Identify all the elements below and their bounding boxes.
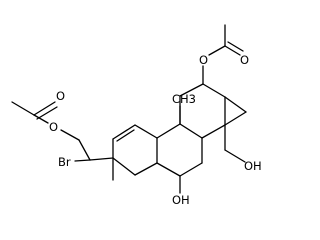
bond-oester-carbonyl-right <box>208 45 226 56</box>
bond-ringA-5 <box>134 162 158 176</box>
bond-ringA-3 <box>134 124 158 139</box>
label-hydroxymethyl: OH <box>244 159 262 173</box>
bond-ringC-3 <box>202 83 226 98</box>
bond-carbonyl-double-right-a <box>224 45 241 56</box>
label-ester-o-left: O <box>49 120 58 134</box>
label-methyl-junction: CH3 <box>172 92 196 106</box>
bond-ringA-double <box>116 129 135 142</box>
bond-carbonyl-double-right-b <box>227 41 244 52</box>
bond-ringB-1 <box>156 123 181 139</box>
bond-ringB-5 <box>156 162 181 177</box>
bond-chbr-quaternary <box>89 157 114 161</box>
bond-ringB-2 <box>179 123 203 139</box>
bond-ringB-4 <box>179 162 203 177</box>
bond-carbonyl-oester-left <box>33 114 49 124</box>
bond-cyclopropane-1 <box>224 96 247 113</box>
bond-carbonyl-double-left-a <box>33 101 56 116</box>
bond-ringC-2 <box>179 83 204 97</box>
label-carbonyl-o-right: O <box>240 53 249 67</box>
label-carbonyl-o-left: O <box>56 89 65 103</box>
bond-ringA-6 <box>112 157 136 176</box>
label-ester-o-right: O <box>199 53 208 67</box>
bond-carbonyl-double-left-b <box>36 106 58 120</box>
label-ring-hydroxyl: OH <box>172 193 190 207</box>
bond-ringA-2 <box>112 124 136 140</box>
bond-methyl-carbonyl-left <box>11 101 35 116</box>
chemical-structure-diagram: O O Br CH3 OH O O OH <box>11 24 262 207</box>
label-bromine: Br <box>58 155 71 169</box>
bond-ch2-chbr <box>78 139 91 161</box>
bond-ch2oh-2 <box>224 149 246 163</box>
atom-labels: O O Br CH3 OH O O OH <box>49 53 262 207</box>
bond-lines <box>11 24 247 194</box>
bond-oester-ch2-left <box>60 129 80 141</box>
bond-chbr-br <box>74 159 91 162</box>
bond-cyclopropane-2 <box>224 111 247 126</box>
bond-ringC-5 <box>201 124 226 139</box>
